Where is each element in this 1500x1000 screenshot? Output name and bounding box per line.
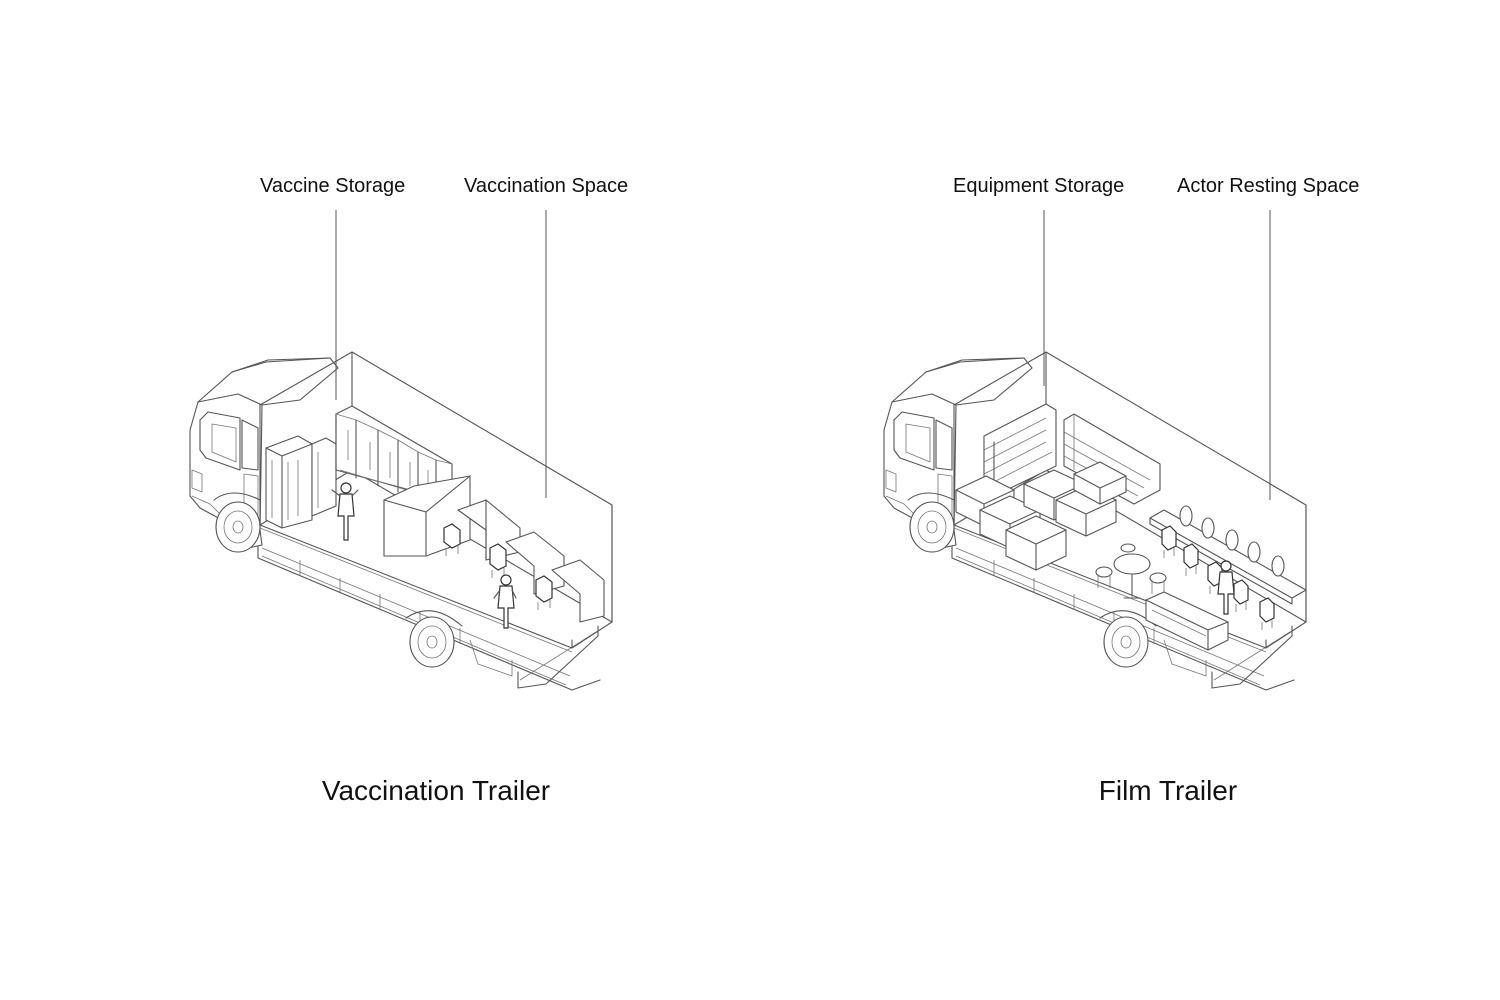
label-equipment-storage: Equipment Storage: [953, 175, 1125, 197]
label-vaccine-storage: Vaccine Storage: [260, 175, 406, 197]
shelving-units: [983, 403, 1161, 505]
vaccination-trailer-drawing: [189, 210, 613, 691]
equipment-cases: [955, 461, 1127, 571]
counter-chairs: [1161, 525, 1275, 630]
title-vaccination-trailer: Vaccination Trailer: [321, 775, 551, 806]
person-figure: [331, 482, 359, 541]
double-fridge: [265, 435, 337, 529]
vaccination-booths: [443, 499, 605, 623]
title-film-trailer: Film Trailer: [1098, 775, 1238, 806]
round-table: [1095, 543, 1167, 599]
label-actor-resting-space: Actor Resting Space: [1177, 175, 1360, 197]
actor-figure: [1217, 560, 1235, 615]
label-vaccination-space: Vaccination Space: [464, 175, 629, 197]
sofa: [1145, 591, 1229, 651]
makeup-counter: [1149, 505, 1307, 605]
film-trailer-drawing: [883, 210, 1307, 691]
person-figure-2: [493, 574, 517, 629]
